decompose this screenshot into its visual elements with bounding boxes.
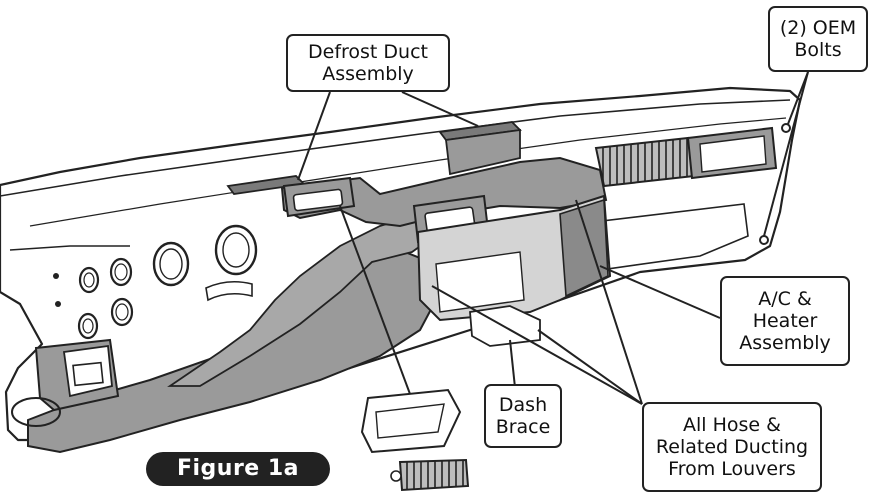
dash-brace-callout: Dash Brace xyxy=(484,384,562,448)
louver-bezel-inner xyxy=(375,403,445,439)
ac-heater-callout: A/C & Heater Assembly xyxy=(720,276,850,366)
ac-heater-callout-line2: Heater xyxy=(752,310,818,332)
hose-end-face xyxy=(699,135,767,173)
defrost-duct-callout-line2: Assembly xyxy=(322,63,414,85)
ac-heater-callout-line1: A/C & xyxy=(758,288,812,310)
hose-ducting-callout: All Hose & Related Ducting From Louvers xyxy=(642,402,822,492)
figure-label: Figure 1a xyxy=(146,452,330,486)
heater-assembly-shadow xyxy=(559,198,609,298)
dash-brace-callout-line2: Brace xyxy=(495,416,551,438)
oem-bolts-callout-line1: (2) OEM xyxy=(779,17,857,39)
dash-top-rim xyxy=(0,99,791,197)
oem-bolts-callout: (2) OEM Bolts xyxy=(768,6,868,72)
dash-brace-callout-line1: Dash xyxy=(498,394,548,416)
center-duct xyxy=(280,156,608,228)
hose-ducting-callout-line3: From Louvers xyxy=(668,458,796,480)
hose-ducting-callout-line2: Related Ducting xyxy=(655,436,809,458)
hose-ducting-callout-line1: All Hose & xyxy=(683,414,781,436)
ribbed-louver xyxy=(398,458,470,492)
ac-heater-callout-line3: Assembly xyxy=(739,332,831,354)
defrost-duct-opening xyxy=(292,188,344,212)
ribbed-louver-knob xyxy=(390,470,402,482)
oem-bolt-upper xyxy=(781,123,791,133)
defrost-duct-callout-line1: Defrost Duct xyxy=(308,41,428,63)
defrost-duct-callout: Defrost Duct Assembly xyxy=(286,34,450,92)
gauge-cluster xyxy=(53,224,258,340)
dash-top-rim-inner xyxy=(29,117,787,227)
defrost-duct-down xyxy=(445,128,521,176)
left-end-vent-ring xyxy=(11,397,61,427)
dash-lower-edge xyxy=(9,245,130,251)
heater-assembly-front xyxy=(435,251,525,313)
left-end-vent-opening xyxy=(72,361,104,387)
oem-bolt-lower xyxy=(759,235,769,245)
oem-bolts-callout-line2: Bolts xyxy=(794,39,842,61)
